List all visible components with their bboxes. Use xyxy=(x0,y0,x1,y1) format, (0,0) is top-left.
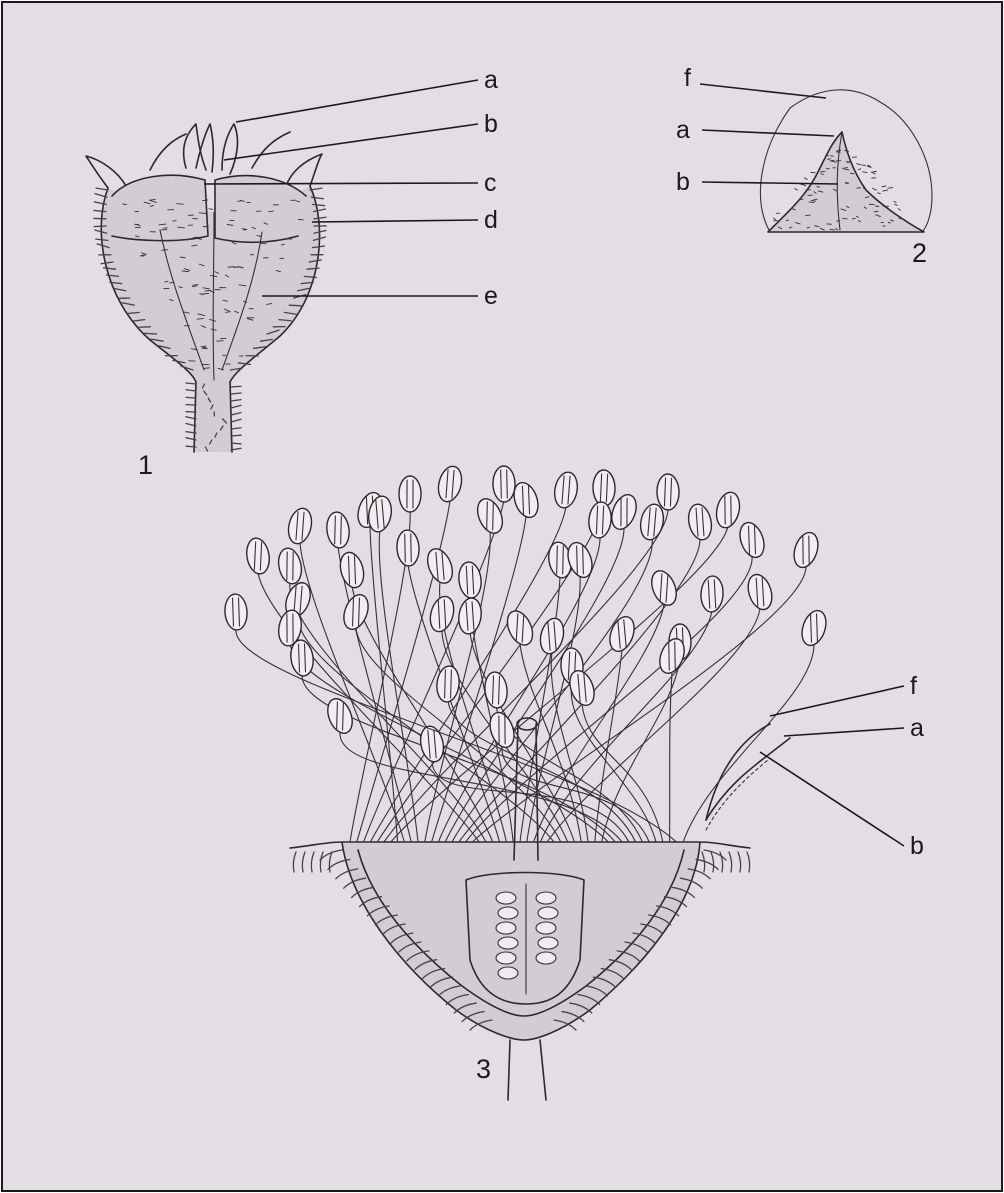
fig1-label-c: c xyxy=(484,169,497,197)
figure-1-number: 1 xyxy=(138,450,153,480)
fig1-label-b: b xyxy=(484,110,498,138)
fig1-label-a: a xyxy=(484,66,498,94)
fig3-label-b: b xyxy=(910,832,924,860)
fig3-label-f: f xyxy=(910,672,917,700)
figure-2-number: 2 xyxy=(912,238,927,268)
fig2-label-a: a xyxy=(676,116,690,144)
fig1-label-e: e xyxy=(484,282,498,310)
fig2-label-b: b xyxy=(676,168,690,196)
fig3-label-a: a xyxy=(910,714,924,742)
figure-3-number: 3 xyxy=(476,1054,491,1084)
fig2-label-f: f xyxy=(684,64,691,92)
fig1-label-d: d xyxy=(484,206,498,234)
